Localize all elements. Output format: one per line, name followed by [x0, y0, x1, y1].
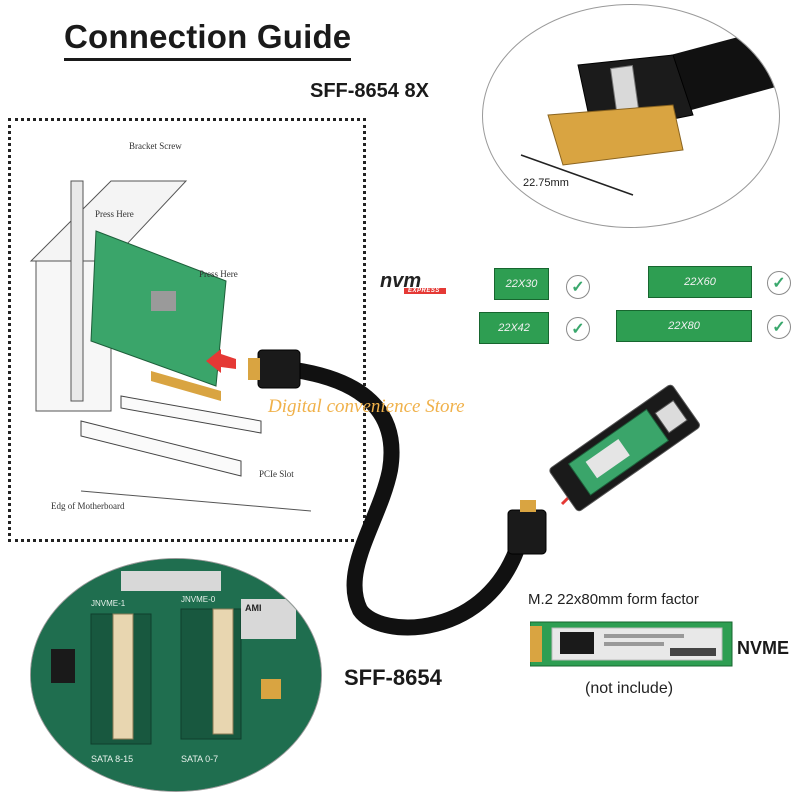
card-chip: [151, 291, 176, 311]
check-icon: ✓: [767, 315, 791, 339]
ssd-logo-block: [560, 632, 594, 654]
ssd-size-22x60: 22X60: [648, 266, 752, 298]
pci-bracket: [70, 180, 84, 402]
pcie-slot-label: PCIe Slot: [259, 469, 294, 479]
board-component: [261, 679, 281, 699]
sata-label-left: SATA 8-15: [91, 754, 134, 764]
page-title: Connection Guide: [64, 18, 352, 61]
nvm-express-logo: nvm: [380, 270, 422, 292]
store-watermark: Digital convenience Store: [268, 396, 465, 417]
motherboard-edge-label: Edg of Motherboard: [51, 501, 125, 511]
check-icon: ✓: [566, 317, 590, 341]
cable-contacts-top: [248, 358, 260, 380]
press-here-label-2: Press Here: [199, 269, 238, 279]
insert-arrow-icon: [206, 349, 236, 373]
press-here-label-1: Press Here: [95, 209, 134, 219]
ssd-text-line: [604, 642, 664, 646]
ssd-barcode: [670, 648, 716, 656]
pcie-slot-shape: [80, 420, 242, 477]
adapter-port: [654, 399, 688, 434]
ssd-text-line: [604, 634, 684, 638]
slimsas-port-left: [112, 613, 134, 740]
gold-contacts: [547, 104, 684, 166]
sff-8654-cable: [248, 349, 547, 636]
board-chip: [51, 649, 75, 683]
connector-model-label: SFF-8654 8X: [310, 80, 429, 102]
cable-model-label: SFF-8654: [344, 665, 442, 690]
chip-brand-label: AMI: [245, 603, 262, 613]
m2-form-factor-caption: M.2 22x80mm form factor: [528, 591, 699, 608]
jnvme-label-left: JNVME-1: [91, 599, 126, 608]
not-included-note: (not include): [585, 680, 674, 697]
adapter-ssd-label: [585, 438, 630, 479]
board-sticker: [121, 571, 221, 591]
motherboard-drawing: [31, 559, 321, 791]
pcie-slot-shape-2: [120, 395, 262, 434]
nvme-label: NVME: [737, 638, 790, 658]
jnvme-label-right: JNVME-0: [181, 595, 216, 604]
check-icon: ✓: [767, 271, 791, 295]
nvm-express-logo-sub: EXPRESS: [404, 288, 446, 294]
installation-diagram: Bracket Screw Press Here Press Here PCIe…: [8, 118, 366, 542]
connector-closeup: 22.75mm: [482, 4, 780, 228]
check-icon: ✓: [566, 275, 590, 299]
sata-label-right: SATA 0-7: [181, 754, 219, 764]
cable-contacts-bottom: [520, 500, 536, 512]
ssd-gold-fingers: [530, 626, 542, 662]
connector-closeup-drawing: [520, 26, 779, 196]
cable-connector-top: [257, 349, 301, 389]
motherboard-closeup: SATA 8-15 SATA 0-7 JNVME-1 JNVME-0 AMI: [30, 558, 322, 792]
bios-chip-sticker: [241, 599, 296, 639]
ssd-size-22x80: 22X80: [616, 310, 752, 342]
m2-ssd-image: [530, 621, 733, 667]
motherboard-edge: [80, 490, 312, 512]
card-gold-fingers: [151, 371, 221, 401]
ssd-size-22x42: 22X42: [479, 312, 549, 344]
bracket-screw-label: Bracket Screw: [129, 141, 182, 151]
ssd-size-22x30: 22X30: [494, 268, 549, 300]
connector-width-label: 22.75mm: [523, 177, 569, 189]
cable-body: [287, 362, 528, 636]
slimsas-port-right: [212, 608, 234, 735]
installation-drawing: [29, 180, 312, 512]
m2-adapter-board: [549, 384, 700, 512]
measure-line: [520, 154, 634, 196]
